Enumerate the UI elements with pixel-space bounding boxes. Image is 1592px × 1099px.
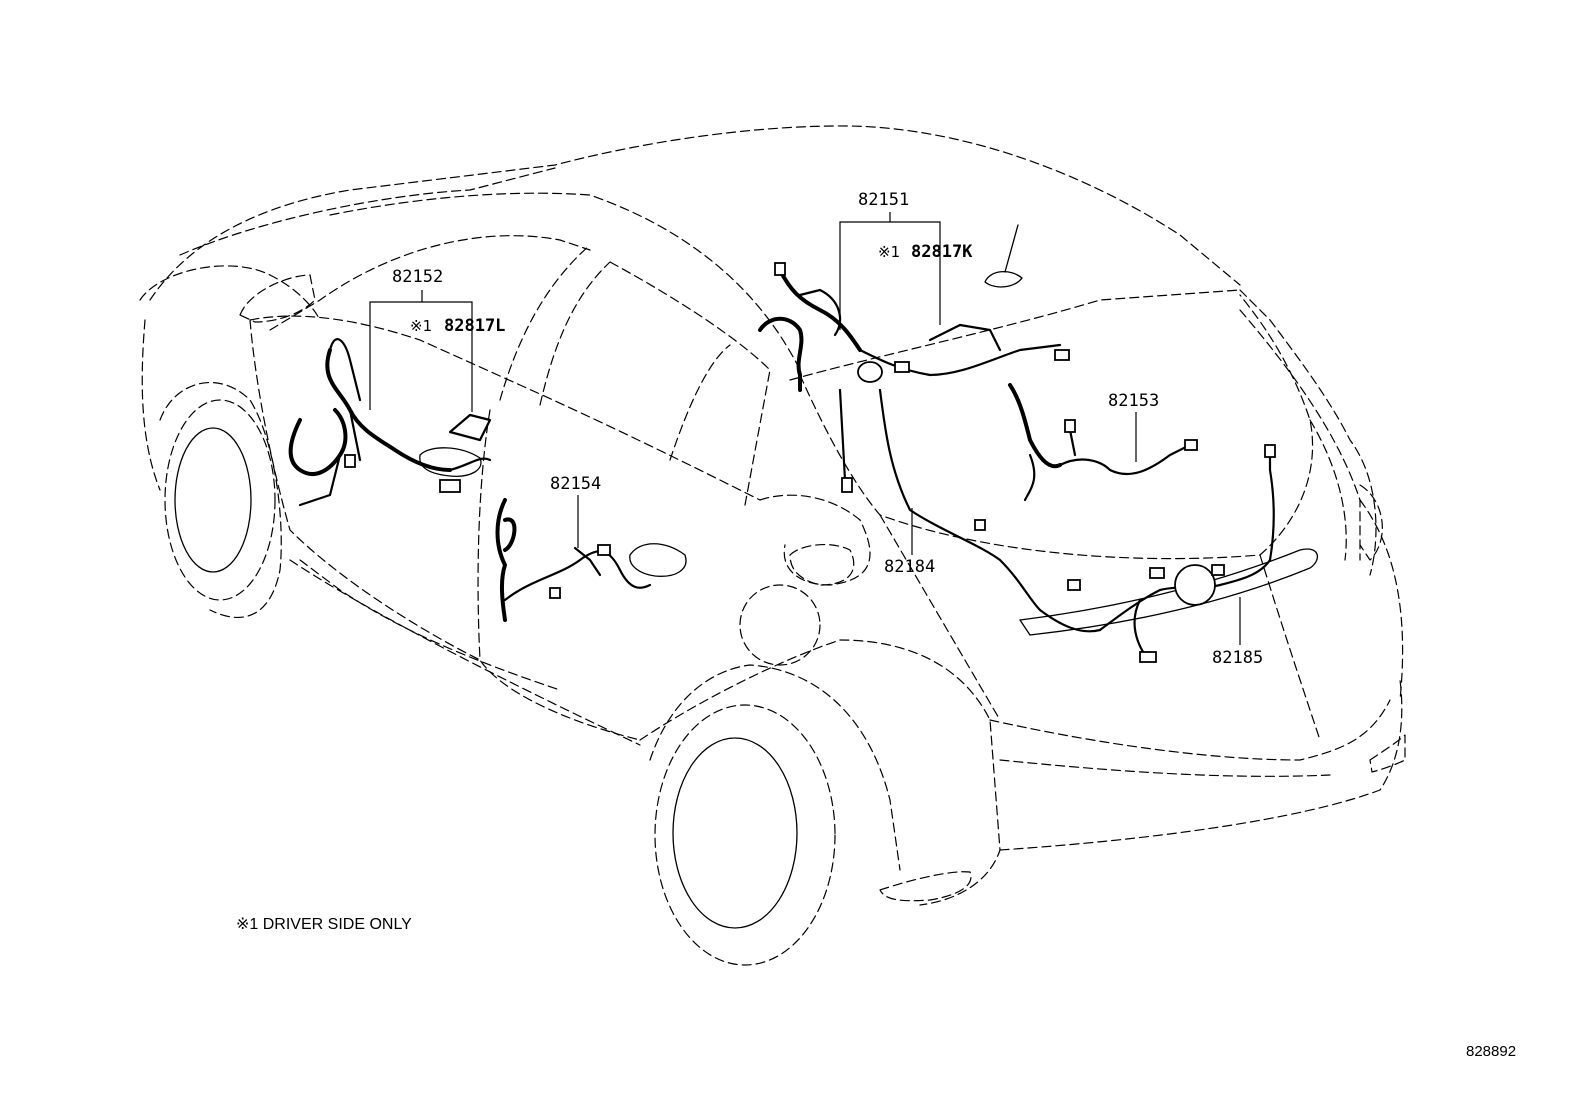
diagram-reference-number: 828892 xyxy=(1466,1043,1516,1060)
label-82154: 82154 xyxy=(550,474,601,494)
car-body-outline xyxy=(139,125,1406,966)
note-mark-82817k: ※1 xyxy=(878,243,900,261)
harness-rear-door xyxy=(495,498,687,622)
label-82151: 82151 xyxy=(858,190,909,210)
label-82153: 82153 xyxy=(1108,391,1159,411)
label-82184: 82184 xyxy=(884,557,935,577)
label-82817l: 82817L xyxy=(444,316,505,336)
leader-lines xyxy=(369,212,1241,645)
harness-front-door xyxy=(288,338,492,507)
harness-roof-main xyxy=(758,262,1070,493)
note-mark-82817l: ※1 xyxy=(410,317,432,335)
label-82817k: 82817K xyxy=(911,242,973,262)
driver-side-footnote: ※1 DRIVER SIDE ONLY xyxy=(236,916,412,933)
harness-back-door xyxy=(1008,383,1198,502)
label-82185: 82185 xyxy=(1212,648,1263,668)
harness-back-door-long xyxy=(878,388,1102,633)
label-82152: 82152 xyxy=(392,267,443,287)
harness-garnish xyxy=(974,444,1276,663)
